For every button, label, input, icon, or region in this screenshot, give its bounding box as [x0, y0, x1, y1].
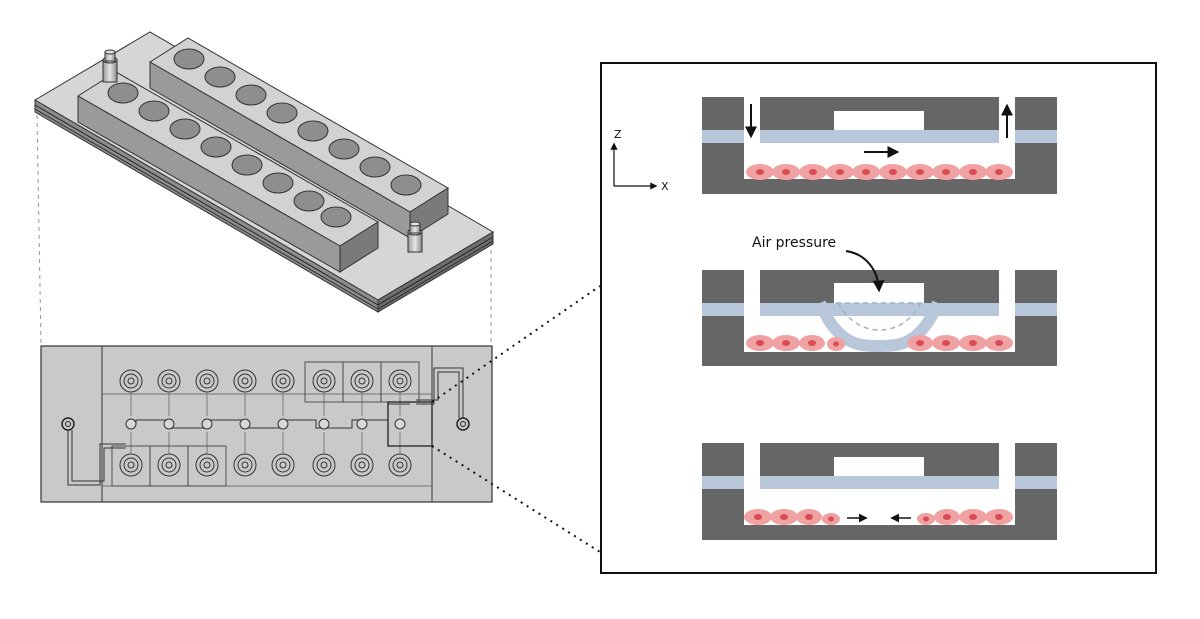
cross-section-air-pressure: Air pressure [702, 235, 1057, 366]
chip-outlet-channel [416, 367, 464, 418]
inlet-port-icon [102, 49, 118, 83]
deflected-membrane [814, 300, 944, 353]
wells-front-row [107, 82, 352, 228]
chip-node-connectors [130, 392, 401, 454]
chip-top-view [40, 345, 493, 503]
zoom-lines [431, 285, 601, 553]
chip-unit-outlines [111, 361, 420, 487]
reservoir-block-front-side [339, 221, 379, 273]
axis-z-label: Z [614, 128, 622, 141]
cell-layer-migrating [744, 509, 1013, 525]
cell-layer-split [746, 335, 1013, 351]
air-pressure-arrow [845, 250, 885, 293]
cross-section-migration [702, 443, 1057, 540]
zoom-region-box [387, 401, 433, 447]
chip-wells-bottom [119, 453, 412, 477]
cross-section-panel: Z X [600, 62, 1157, 574]
cell-layer-full [746, 164, 1013, 180]
device-3d-view [34, 31, 494, 313]
axis-indicator [610, 142, 658, 190]
chip-nodes [125, 418, 406, 430]
projection-lines [36, 114, 492, 346]
outlet-port-icon [407, 221, 423, 253]
air-pressure-label: Air pressure [752, 235, 836, 251]
axis-x-label: X [661, 180, 669, 193]
chip-inlet-channel [67, 430, 126, 486]
cross-section-flow [702, 97, 1057, 194]
wells-back-row [173, 48, 422, 196]
